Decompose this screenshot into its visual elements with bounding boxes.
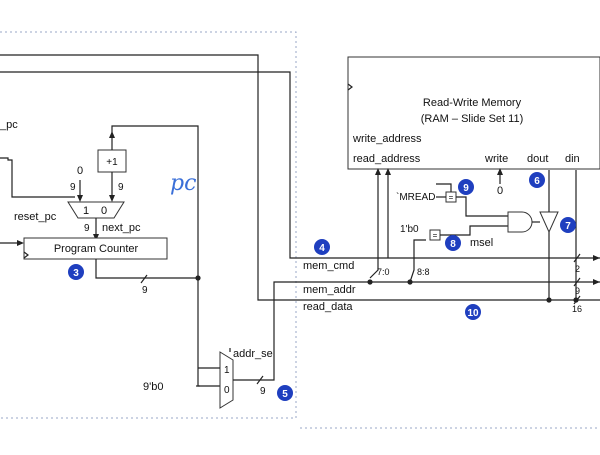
write-address-label: write_address xyxy=(352,133,422,145)
ram-title-line1: Read-Write Memory xyxy=(423,97,522,109)
wire-read-data xyxy=(0,54,600,301)
badge-9-text: 9 xyxy=(463,183,469,194)
width-9-pcout: 9 xyxy=(142,285,148,296)
width-9-b: 9 xyxy=(118,182,124,193)
wire-mem-addr xyxy=(233,281,600,381)
width-2: 2 xyxy=(575,264,580,274)
din-label: din xyxy=(565,153,580,165)
mux2-in-1: 1 xyxy=(224,365,230,376)
width-9-a: 9 xyxy=(70,182,76,193)
arrow-loop xyxy=(109,131,115,138)
msel-eq: = xyxy=(433,231,438,240)
badge-8-text: 8 xyxy=(450,239,456,250)
arrow-const-zero xyxy=(77,195,83,202)
ram-box xyxy=(347,56,600,170)
badge-10-text: 10 xyxy=(467,308,479,319)
reset-pc-label: reset_pc xyxy=(14,211,57,223)
wire-mem-cmd xyxy=(0,71,600,259)
dout-label: dout xyxy=(527,153,548,165)
bits-8-8: 8:8 xyxy=(417,267,430,277)
mux2-in-0: 0 xyxy=(224,385,230,396)
wire-mread-out xyxy=(456,196,508,217)
mem-addr-label: mem_addr xyxy=(303,284,356,296)
pc-out-slash xyxy=(140,274,148,284)
wire-msel xyxy=(440,225,508,236)
badge-4-text: 4 xyxy=(319,243,325,254)
junction-mem-addr-1 xyxy=(367,279,373,285)
write-label: write xyxy=(484,153,508,165)
junction-pc-out xyxy=(195,275,201,281)
arrow-write-address xyxy=(385,168,391,175)
badge-10: 10 xyxy=(465,304,481,320)
arrow-mem-cmd xyxy=(593,255,600,261)
tristate-buffer xyxy=(539,211,559,234)
badge-9: 9 xyxy=(458,179,474,195)
const-9b0: 9'b0 xyxy=(143,381,163,393)
mux2-slash xyxy=(256,375,264,385)
wire-read-address xyxy=(369,170,379,279)
mem-cmd-label: mem_cmd xyxy=(303,260,354,272)
label-pc-top: _pc xyxy=(0,119,18,131)
const-zero: 0 xyxy=(77,165,83,177)
ram-clock-marker xyxy=(347,83,353,91)
arrow-plus-one xyxy=(109,195,115,202)
wire-addr-bit8 xyxy=(409,239,426,283)
next-pc-label: next_pc xyxy=(102,222,141,234)
mread-eq: = xyxy=(449,193,454,202)
ram-title-line2: (RAM – Slide Set 11) xyxy=(421,113,524,125)
handwritten-pc-note: pc xyxy=(170,171,196,196)
slash-16 xyxy=(573,295,581,305)
badge-6: 6 xyxy=(529,172,545,188)
badge-3-text: 3 xyxy=(73,268,79,279)
width-16: 16 xyxy=(572,304,582,314)
badge-4: 4 xyxy=(314,239,330,255)
arrow-write xyxy=(497,168,503,175)
addr-sel-mux xyxy=(219,351,234,409)
wire-pc-out xyxy=(95,259,200,279)
mread-label: `MREAD xyxy=(396,191,435,203)
pc-clock-marker xyxy=(23,251,29,259)
badge-5: 5 xyxy=(277,385,293,401)
slash-9 xyxy=(573,277,581,287)
incrementer-label: +1 xyxy=(106,157,118,168)
width-9-next: 9 xyxy=(84,223,90,234)
wire-reset-left xyxy=(0,157,75,198)
badge-6-text: 6 xyxy=(534,176,540,187)
msel-label: msel xyxy=(470,237,493,249)
and-gate xyxy=(507,211,533,233)
slash-2 xyxy=(573,253,581,263)
mux-in-0: 0 xyxy=(101,205,107,217)
read-data-label: read_data xyxy=(303,301,353,313)
pc-select-mux xyxy=(67,201,125,219)
read-address-label: read_address xyxy=(353,153,421,165)
write-zero: 0 xyxy=(497,185,503,197)
mux-in-1: 1 xyxy=(83,205,89,217)
badge-3: 3 xyxy=(68,264,84,280)
arrow-pc-load xyxy=(17,240,24,246)
width-9-mux2: 9 xyxy=(260,386,266,397)
program-counter-label: Program Counter xyxy=(54,243,139,255)
badge-7-text: 7 xyxy=(565,221,571,232)
one-b0-label: 1'b0 xyxy=(400,224,419,235)
width-9-bus: 9 xyxy=(575,286,580,296)
badge-7: 7 xyxy=(560,217,576,233)
cpu-boundary xyxy=(0,31,297,419)
wire-cmd-to-mread xyxy=(436,183,452,192)
badge-5-text: 5 xyxy=(282,389,288,400)
arrow-read-address xyxy=(375,168,381,175)
junction-read-data xyxy=(546,297,552,303)
arrow-mem-addr xyxy=(593,279,600,285)
badge-8: 8 xyxy=(445,235,461,251)
addr-sel-label: addr_sel xyxy=(233,348,275,360)
bits-7-0: 7:0 xyxy=(377,267,390,277)
